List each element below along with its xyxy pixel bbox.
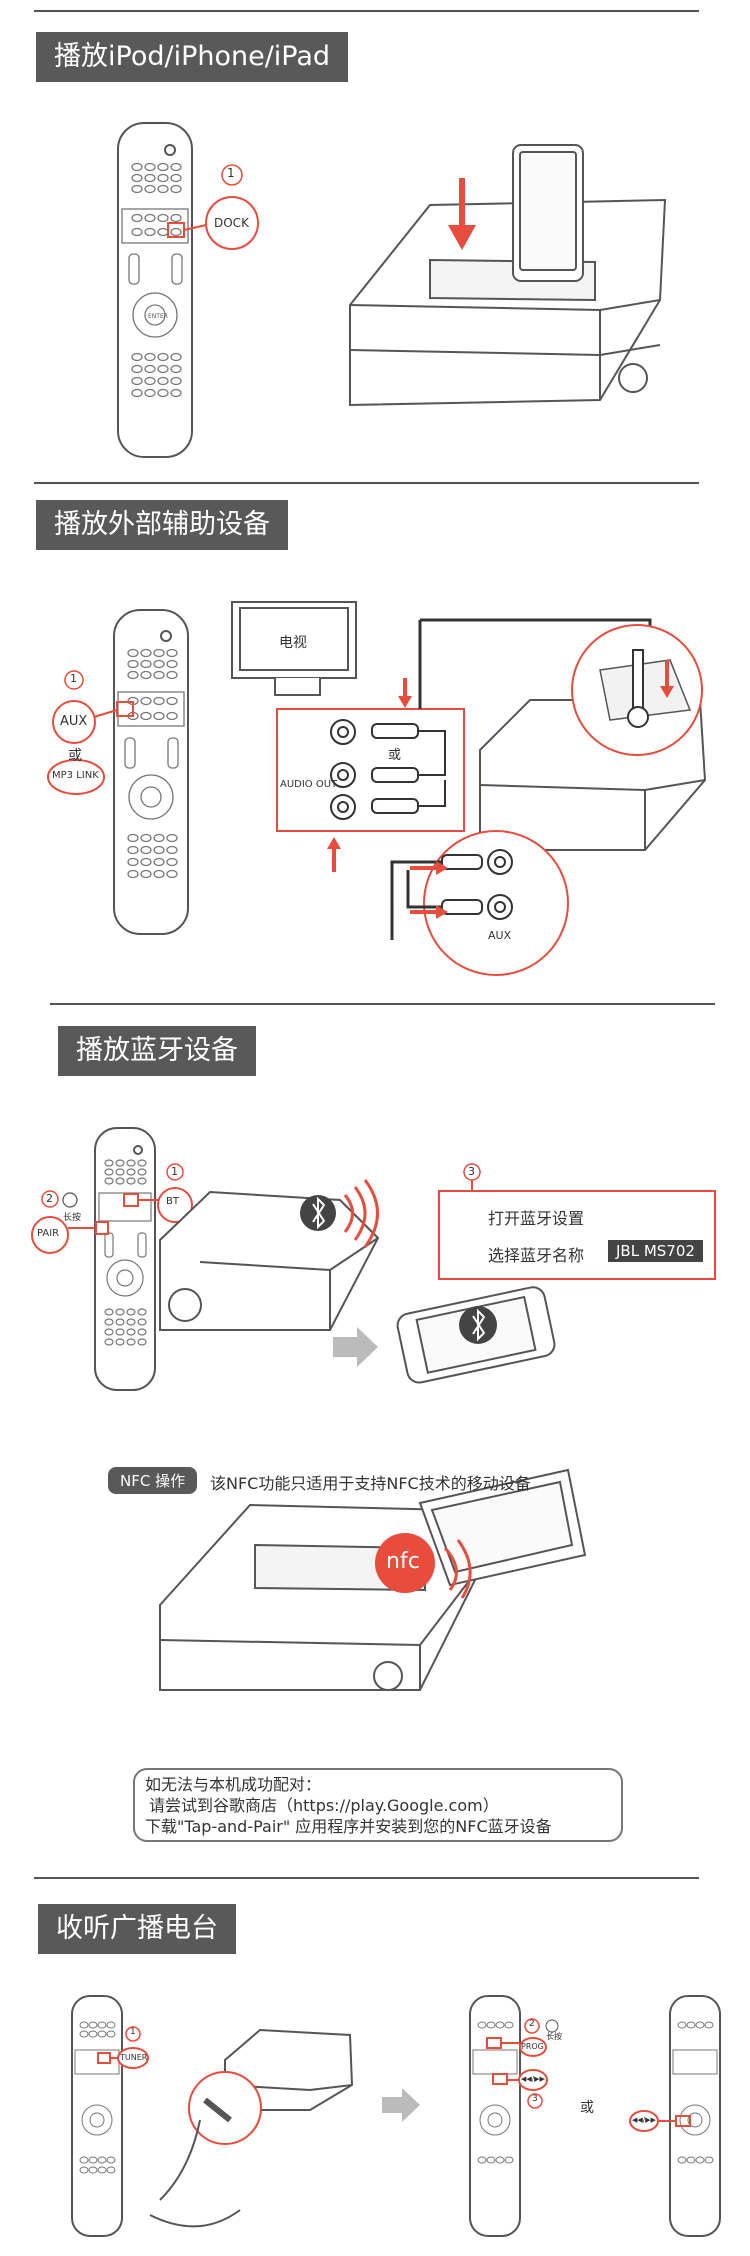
mp3link-label: MP3 LINK <box>52 770 99 781</box>
bt-open-settings: 打开蓝牙设置 <box>488 1209 585 1228</box>
svg-text:ENTER: ENTER <box>148 313 168 320</box>
section-divider-2 <box>34 482 699 484</box>
radio-step-1: 1 <box>130 2027 136 2037</box>
nfc-tag: NFC 操作 <box>108 1467 198 1494</box>
bt-instructions-box <box>438 1190 716 1280</box>
ipod-illustration: ENTER <box>117 122 667 458</box>
bt-long-press: 长按 <box>63 1213 82 1223</box>
section-divider-1 <box>34 10 699 12</box>
prog-label: PROG <box>521 2042 544 2051</box>
radio-step-2: 2 <box>529 2019 535 2029</box>
bt-step-1: 1 <box>171 1165 178 1178</box>
bt-select-name: 选择蓝牙名称 <box>488 1246 585 1265</box>
aux-or-label: 或 <box>68 748 82 764</box>
aux-port-label: AUX <box>488 929 512 942</box>
radio-or-label: 或 <box>580 2100 594 2116</box>
section-title-radio: 收听广播电台 <box>38 1904 236 1954</box>
nfc-badge: nfc <box>386 1549 420 1574</box>
section-title-ipod: 播放iPod/iPhone/iPad <box>36 32 349 82</box>
skip-label: ◀◀/▶▶ <box>521 2075 545 2083</box>
bt-illustration <box>31 1127 623 1691</box>
nfc-description: 该NFC功能只适用于支持NFC技术的移动设备 <box>210 1474 531 1493</box>
aux-or-label-2: 或 <box>388 748 402 763</box>
aux-button-label: AUX <box>60 714 88 729</box>
dock-speaker <box>349 144 667 407</box>
bt-button-label: BT <box>166 1196 179 1207</box>
bt-step-3: 3 <box>468 1165 475 1178</box>
dock-button-label: DOCK <box>214 216 249 230</box>
tuner-label: TUNER <box>120 2053 148 2062</box>
ipod-step-1: 1 <box>227 166 235 180</box>
nfc-note-line-2: 请尝试到谷歌商店（https://play.Google.com） <box>149 1796 499 1815</box>
nfc-note-box: 如无法与本机成功配对： 请尝试到谷歌商店（https://play.Google… <box>133 1768 623 1842</box>
section-divider-3 <box>50 1003 715 1005</box>
remote-control <box>117 122 193 458</box>
section-divider-4 <box>34 1877 699 1879</box>
nfc-note-line-3: 下载"Tap-and-Pair" 应用程序并安装到您的NFC蓝牙设备 <box>145 1817 552 1836</box>
radio-step-3: 3 <box>532 2094 538 2104</box>
pair-button-label: PAIR <box>37 1228 60 1239</box>
tv-label: 电视 <box>279 635 307 651</box>
aux-step-1: 1 <box>70 672 77 685</box>
section-title-bt: 播放蓝牙设备 <box>58 1026 256 1076</box>
skip-label-2: ◀◀/▶▶ <box>632 2116 656 2124</box>
radio-long-press: 长按 <box>546 2032 562 2041</box>
section-title-aux: 播放外部辅助设备 <box>36 500 288 550</box>
bt-step-2: 2 <box>46 1192 53 1205</box>
audio-out-label: AUDIO OUT <box>280 779 338 790</box>
nfc-note-line-1: 如无法与本机成功配对： <box>145 1775 322 1794</box>
aux-illustration <box>47 601 707 976</box>
bt-device-name: JBL MS702 <box>608 1240 703 1262</box>
